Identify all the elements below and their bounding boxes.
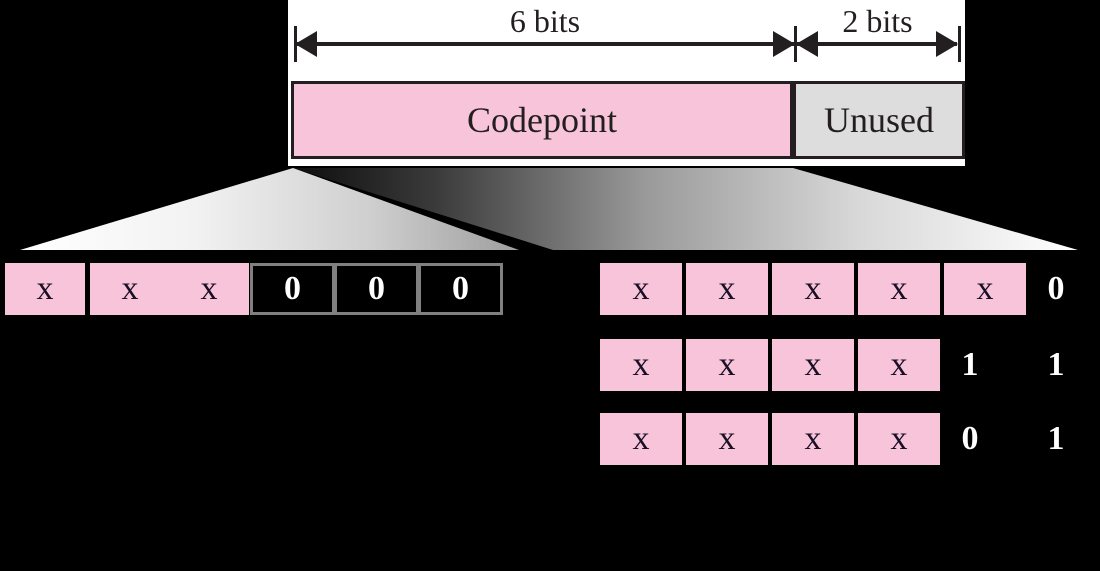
bit-cell-x: x (686, 339, 768, 391)
funnel-right (293, 168, 1078, 250)
bit-cell-x: x (686, 413, 768, 465)
bit-cell-zero: 0 (250, 263, 335, 315)
bit-cell-x: x (600, 339, 682, 391)
bit-cell-x: x (686, 263, 768, 315)
bit-cell-x: x (772, 339, 854, 391)
bit-cell-literal: 0 (961, 420, 979, 457)
bit-cell-x: x (90, 263, 170, 315)
bit-cell-x: x (772, 413, 854, 465)
measure-tick-middle (794, 26, 797, 62)
bit-cell-x: x (169, 263, 249, 315)
bit-cell-literal: 1 (961, 346, 979, 383)
bit-cell-x: x (858, 413, 940, 465)
arrow-left-icon (796, 31, 818, 57)
bit-cell-x: x (600, 413, 682, 465)
bit-cell-x: x (944, 263, 1026, 315)
field-codepoint: Codepoint (291, 81, 793, 159)
funnel-left (20, 168, 519, 250)
bit-row: x x x x x 0 (596, 263, 1086, 315)
bit-row: x x x x 0 1 (596, 413, 1086, 465)
arrow-right-icon (773, 31, 795, 57)
field-unused: Unused (793, 81, 965, 159)
bit-row: x x x 0 0 0 (0, 263, 520, 315)
bit-cell-literal: 0 (1047, 270, 1065, 307)
bit-cell-x: x (772, 263, 854, 315)
bit-cell-zero: 0 (418, 263, 503, 315)
bit-cell-zero: 0 (334, 263, 419, 315)
arrow-right-icon (936, 31, 958, 57)
measure-axis-6-bits (297, 42, 795, 46)
bit-cell-x: x (600, 263, 682, 315)
arrow-left-icon (295, 31, 317, 57)
measure-axis-2-bits (797, 42, 957, 46)
bit-row: x x x x 1 1 (596, 339, 1086, 391)
bit-cell-literal: 1 (1047, 346, 1065, 383)
measure-label-2-bits: 2 bits (842, 3, 913, 39)
bit-width-measure-row: 6 bits 2 bits (288, 0, 965, 80)
measure-tick-right (958, 26, 961, 62)
bit-cell-x: x (858, 263, 940, 315)
measure-label-6-bits: 6 bits (509, 3, 581, 39)
bit-cell-literal: 1 (1047, 420, 1065, 457)
bit-cell-x: x (5, 263, 85, 315)
bit-cell-x: x (858, 339, 940, 391)
